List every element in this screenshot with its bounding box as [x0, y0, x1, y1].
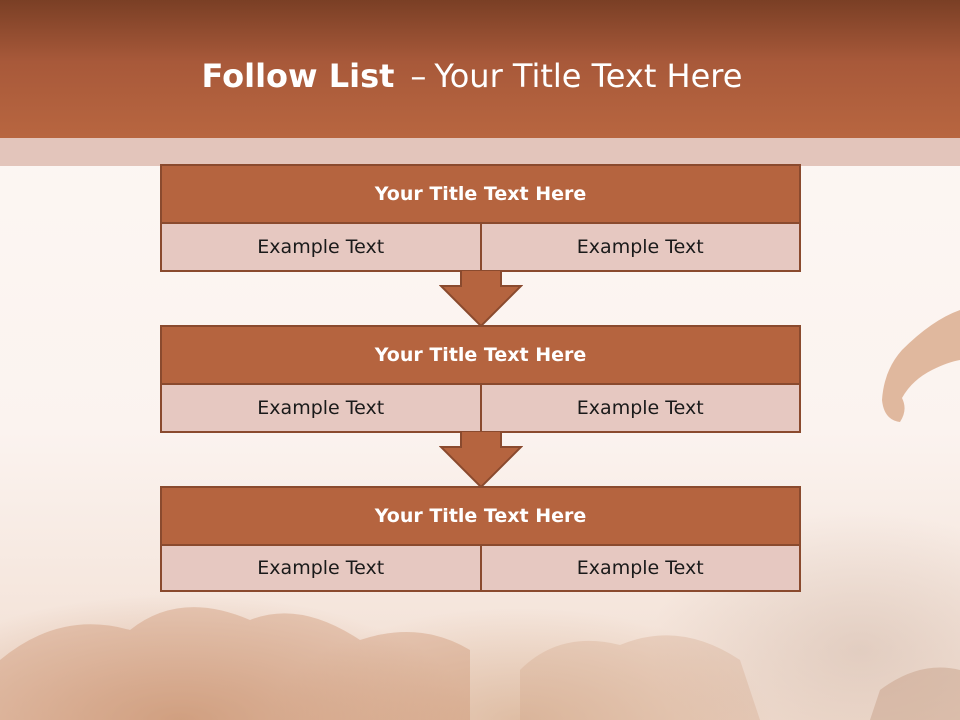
block-cell-right: Example Text — [479, 546, 799, 590]
block-cell-left: Example Text — [162, 224, 480, 270]
block-title: Your Title Text Here — [162, 488, 799, 546]
grass-rocks-decoration — [0, 607, 960, 720]
hand-decoration — [882, 310, 960, 422]
block-cell-right: Example Text — [479, 385, 799, 431]
block-cell-left: Example Text — [162, 385, 480, 431]
title-bold-part: Follow List — [201, 57, 395, 95]
slide-header — [0, 0, 960, 138]
title-separator: – — [410, 57, 427, 95]
block-cell-right: Example Text — [479, 224, 799, 270]
down-arrow-icon — [439, 431, 523, 489]
down-arrow-icon — [439, 270, 523, 328]
list-block-2: Your Title Text Here Example Text Exampl… — [160, 325, 801, 433]
block-cell-left: Example Text — [162, 546, 480, 590]
block-title: Your Title Text Here — [162, 166, 799, 224]
title-rest: Your Title Text Here — [434, 57, 743, 95]
list-block-3: Your Title Text Here Example Text Exampl… — [160, 486, 801, 592]
list-block-1: Your Title Text Here Example Text Exampl… — [160, 164, 801, 272]
block-title: Your Title Text Here — [162, 327, 799, 385]
header-band — [0, 138, 960, 166]
slide-title: Follow List–Your Title Text Here — [0, 54, 944, 98]
